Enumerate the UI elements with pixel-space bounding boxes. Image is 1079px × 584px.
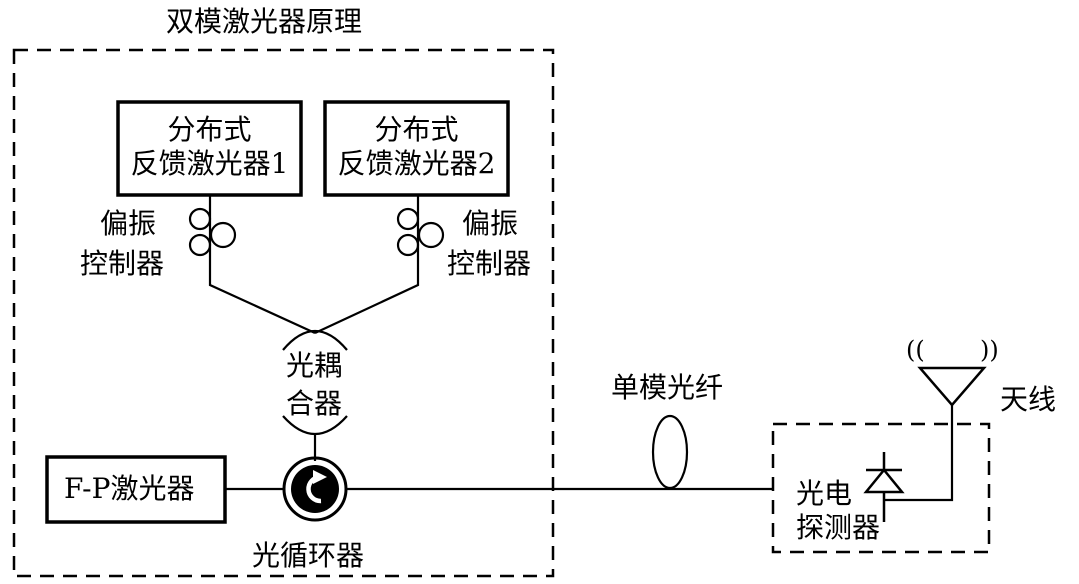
coupler-bottom-arc-icon bbox=[282, 415, 348, 436]
dfb-laser-2-box bbox=[323, 100, 510, 197]
wire-detector-to-antenna bbox=[884, 405, 954, 502]
photodetector-boundary bbox=[771, 422, 991, 554]
coupler-line2: 合器 bbox=[286, 387, 343, 420]
dfb-laser-2-line2: 反馈激光器2 bbox=[337, 147, 496, 180]
dfb-laser-2-line1: 分布式 bbox=[374, 113, 459, 146]
single-mode-fiber-coil-icon bbox=[651, 414, 689, 490]
coupler-line1: 光耦 bbox=[286, 349, 343, 382]
polarization-controller-right-icon bbox=[396, 207, 445, 257]
antenna-wave-right: )) bbox=[980, 336, 999, 364]
photodetector-line2: 探测器 bbox=[796, 511, 881, 544]
photodiode-icon bbox=[863, 452, 905, 522]
photodetector-line1: 光电 bbox=[796, 477, 853, 510]
dfb-laser-1-line2: 反馈激光器1 bbox=[130, 147, 289, 180]
polarization-controller-left-icon bbox=[188, 207, 237, 257]
pc-left-line2: 控制器 bbox=[80, 247, 165, 280]
antenna-label: 天线 bbox=[1000, 383, 1057, 416]
dfb-laser-1-line1: 分布式 bbox=[167, 113, 252, 146]
dual-mode-laser-boundary bbox=[12, 48, 555, 578]
pc-left-line1: 偏振 bbox=[100, 207, 157, 240]
pc-right-line1: 偏振 bbox=[462, 207, 519, 240]
fiber-label: 单模光纤 bbox=[611, 371, 724, 404]
dfb-laser-2-label: 分布式 反馈激光器2 bbox=[325, 113, 508, 181]
fiber-dfb1-to-coupler bbox=[208, 195, 316, 335]
circulator-icon bbox=[282, 456, 348, 522]
coupler-top-arc-icon bbox=[282, 329, 348, 351]
fp-laser-label: F-P激光器 bbox=[64, 472, 195, 505]
antenna-wave-left: (( bbox=[906, 336, 925, 364]
circulator-label: 光循环器 bbox=[252, 539, 365, 572]
pc-right-line2: 控制器 bbox=[447, 247, 532, 280]
diagram-title: 双模激光器原理 bbox=[166, 5, 363, 38]
dfb-laser-1-label: 分布式 反馈激光器1 bbox=[118, 113, 301, 181]
fiber-dfb2-to-coupler bbox=[314, 195, 420, 334]
antenna-icon bbox=[917, 366, 987, 407]
